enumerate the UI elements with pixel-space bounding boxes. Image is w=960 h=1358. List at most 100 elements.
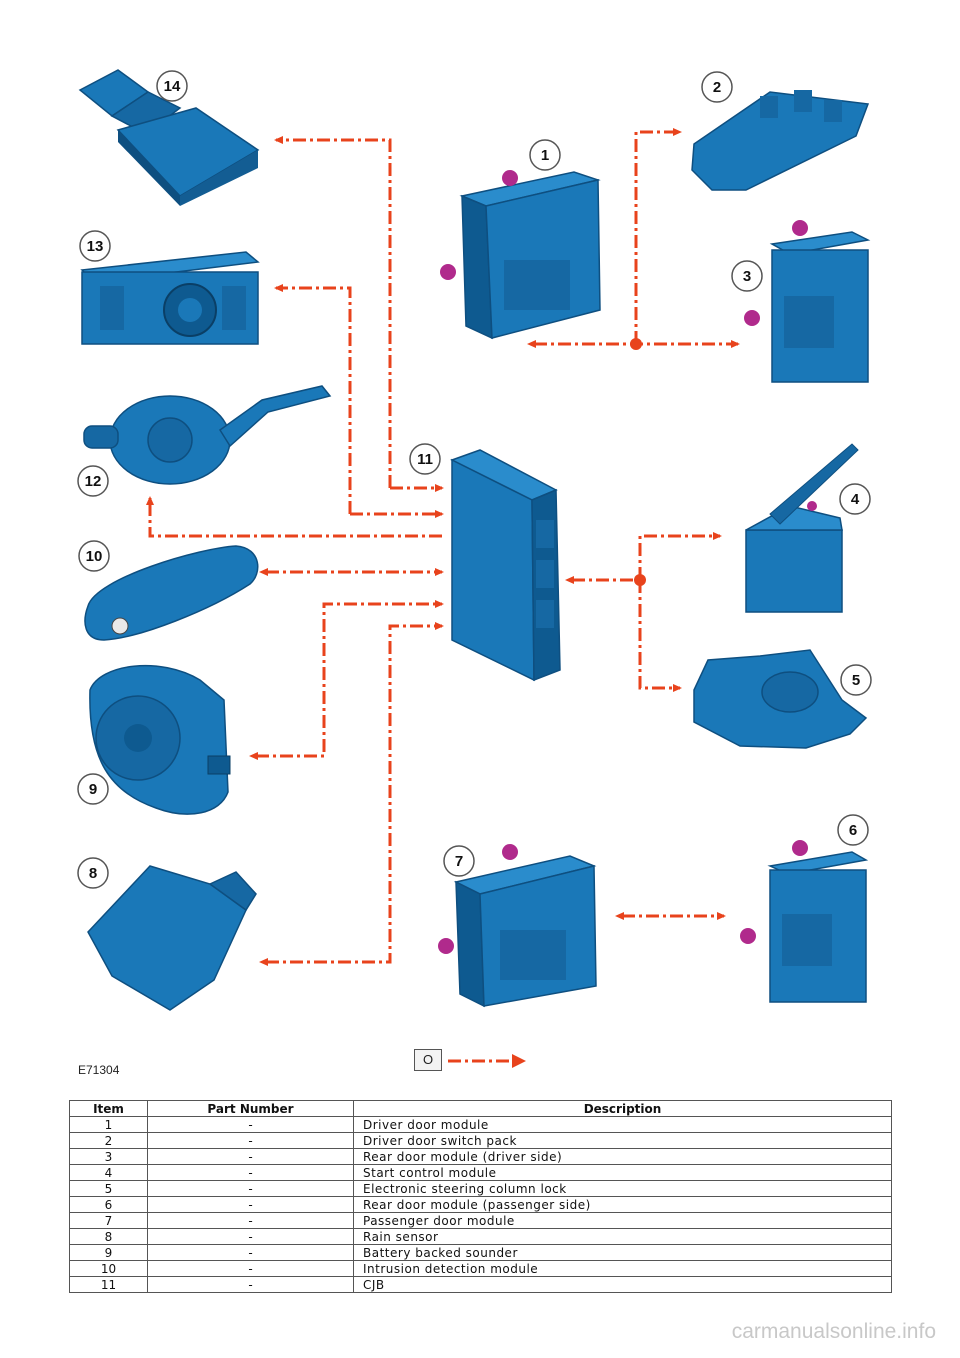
legend-box: O [414, 1049, 442, 1071]
component-9 [89, 664, 231, 815]
svg-text:14: 14 [164, 78, 181, 95]
legend: O [414, 1049, 526, 1073]
cell-part: - [147, 1180, 354, 1197]
svg-text:13: 13 [87, 238, 104, 255]
parts-table: Item Part Number Description 1-Driver do… [69, 1100, 892, 1293]
component-8 [87, 865, 257, 1011]
connection-arrows [146, 128, 740, 966]
callout-9: 9 [77, 773, 109, 805]
cell-item: 7 [69, 1212, 148, 1229]
cell-desc: Driver door module [353, 1116, 892, 1133]
table-row: 9-Battery backed sounder [69, 1244, 892, 1261]
callout-14: 14 [156, 70, 188, 102]
component-14 [78, 69, 260, 206]
cell-part: - [147, 1132, 354, 1149]
callout-11: 11 [409, 443, 441, 475]
cell-part: - [147, 1148, 354, 1165]
callout-5: 5 [840, 664, 872, 696]
header-description: Description [353, 1100, 892, 1117]
cell-part: - [147, 1228, 354, 1245]
callout-7: 7 [443, 845, 475, 877]
svg-text:10: 10 [86, 548, 103, 565]
cell-part: - [147, 1260, 354, 1277]
svg-text:1: 1 [541, 147, 549, 164]
cell-part: - [147, 1196, 354, 1213]
legend-arrow [448, 1054, 526, 1068]
cell-item: 4 [69, 1164, 148, 1181]
cell-part: - [147, 1212, 354, 1229]
header-part-number: Part Number [147, 1100, 354, 1117]
svg-text:6: 6 [849, 822, 857, 839]
cell-item: 10 [69, 1260, 148, 1277]
cell-item: 5 [69, 1180, 148, 1197]
cell-desc: Electronic steering column lock [353, 1180, 892, 1197]
table-header-row: Item Part Number Description [69, 1100, 892, 1117]
callout-1: 1 [529, 139, 561, 171]
table-row: 2-Driver door switch pack [69, 1132, 892, 1149]
callout-12: 12 [77, 465, 109, 497]
component-10 [84, 545, 259, 641]
callouts: 14 2 1 13 3 12 11 4 10 5 9 6 7 8 [77, 70, 872, 889]
svg-text:4: 4 [851, 491, 860, 508]
callout-3: 3 [731, 260, 763, 292]
watermark: carmanualsonline.info [731, 1320, 936, 1343]
component-13 [80, 251, 260, 345]
header-item: Item [69, 1100, 148, 1117]
callout-8: 8 [77, 857, 109, 889]
cell-desc: Passenger door module [353, 1212, 892, 1229]
cell-part: - [147, 1276, 354, 1293]
cell-part: - [147, 1116, 354, 1133]
component-5 [693, 649, 868, 749]
cell-item: 9 [69, 1244, 148, 1261]
table-row: 6-Rear door module (passenger side) [69, 1196, 892, 1213]
table-row: 8-Rain sensor [69, 1228, 892, 1245]
svg-text:11: 11 [417, 451, 433, 468]
cell-item: 11 [69, 1276, 148, 1293]
svg-text:2: 2 [713, 79, 721, 96]
svg-text:7: 7 [455, 853, 463, 870]
cell-item: 8 [69, 1228, 148, 1245]
component-12 [83, 385, 332, 485]
component-11 [450, 449, 561, 682]
callout-2: 2 [701, 71, 733, 103]
cell-part: - [147, 1164, 354, 1181]
cell-item: 1 [69, 1116, 148, 1133]
svg-text:5: 5 [852, 672, 860, 689]
table-row: 10-Intrusion detection module [69, 1260, 892, 1277]
component-7 [438, 844, 597, 1008]
junction-dot [630, 338, 642, 350]
component-1 [440, 170, 601, 340]
table-row: 3-Rear door module (driver side) [69, 1148, 892, 1165]
cell-desc: Start control module [353, 1164, 892, 1181]
cell-desc: Battery backed sounder [353, 1244, 892, 1261]
svg-text:9: 9 [89, 781, 97, 798]
callout-4: 4 [839, 483, 871, 515]
svg-text:12: 12 [85, 473, 102, 490]
cell-desc: Rear door module (driver side) [353, 1148, 892, 1165]
cell-desc: CJB [353, 1276, 892, 1293]
table-row: 4-Start control module [69, 1164, 892, 1181]
cell-item: 2 [69, 1132, 148, 1149]
table-row: 5-Electronic steering column lock [69, 1180, 892, 1197]
cell-desc: Driver door switch pack [353, 1132, 892, 1149]
table-row: 7-Passenger door module [69, 1212, 892, 1229]
table-row: 11-CJB [69, 1276, 892, 1293]
figure-id: E71304 [78, 1063, 120, 1077]
svg-text:8: 8 [89, 865, 97, 882]
component-6 [740, 840, 869, 1003]
cell-desc: Rain sensor [353, 1228, 892, 1245]
callout-13: 13 [79, 230, 111, 262]
junction-dot [634, 574, 646, 586]
component-4 [745, 443, 859, 613]
cell-desc: Rear door module (passenger side) [353, 1196, 892, 1213]
component-3 [744, 220, 871, 383]
cell-item: 6 [69, 1196, 148, 1213]
cell-part: - [147, 1244, 354, 1261]
svg-text:3: 3 [743, 268, 751, 285]
table-row: 1-Driver door module [69, 1116, 892, 1133]
cell-item: 3 [69, 1148, 148, 1165]
component-2 [691, 90, 870, 191]
component-diagram: 14 2 1 13 3 12 11 4 10 5 9 6 7 8 [77, 69, 872, 1011]
callout-10: 10 [78, 540, 110, 572]
cell-desc: Intrusion detection module [353, 1260, 892, 1277]
